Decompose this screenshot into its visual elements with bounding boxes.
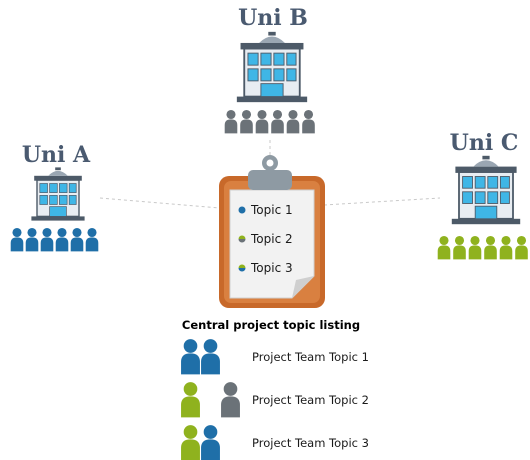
uni-a-person-icon [70,227,84,252]
uni-a-people [10,227,99,252]
blue-person-icon [201,339,220,375]
uni-c-person-icon [515,235,528,260]
uni-c-person-icon [437,235,451,260]
legend-label: Project Team Topic 3 [252,436,369,450]
uni-a-person-icon [55,227,69,252]
legend-row: Project Team Topic 1 [181,339,369,375]
connector-lines [99,140,441,209]
uni-a-title: Uni A [22,142,91,168]
uni-b-person-icon [271,109,284,134]
uni-b-person-icon [255,109,269,134]
topic-dot-icon [238,206,246,210]
uni-a-person-icon [40,227,54,252]
topic-item: Topic 2 [238,232,293,246]
legend-row: Project Team Topic 2 [181,382,369,418]
topic-item: Topic 3 [238,261,293,275]
uni-a-person-icon [25,227,39,252]
topic-dot-icon [238,268,246,272]
legend-label: Project Team Topic 2 [252,393,369,407]
uni-b-people [224,109,315,134]
uni-c-building-icon [450,154,522,226]
uni-b-group: Uni B [224,5,315,134]
topic-label: Topic 2 [250,232,293,246]
uni-c-title: Uni C [450,130,519,156]
clipboard-clip-icon [248,155,292,190]
uni-a-group: Uni A [10,142,99,252]
blue-person-icon [181,339,200,375]
clipboard-topic-list: Topic 1 Topic 2 Topic 3 [238,203,293,275]
uni-a-building-icon [30,166,86,222]
topic-dot-icon [238,239,246,243]
topic-dot-icon [238,264,246,268]
gray-person-icon [221,382,240,418]
diagram-caption: Central project topic listing [182,318,360,332]
connector-uni-a [99,197,221,209]
uni-c-people [437,235,528,260]
topic-item: Topic 1 [238,203,293,217]
legend-label: Project Team Topic 1 [252,350,369,364]
uni-c-person-icon [499,235,513,260]
uni-b-title: Uni B [238,5,308,31]
topic-dot-icon [238,235,246,239]
uni-b-person-icon [224,109,238,134]
blue-person-icon [201,425,220,460]
green-person-icon [181,425,200,460]
clipboard-paper-fold [292,276,314,298]
uni-a-person-icon [10,227,24,252]
clipboard: Topic 1 Topic 2 Topic 3 [219,155,325,308]
green-person-icon [181,382,200,418]
connector-uni-c [323,197,441,206]
uni-b-person-icon [286,109,300,134]
topic-dot-icon [238,210,246,214]
uni-b-building-icon [235,30,309,104]
uni-b-person-icon [302,109,315,134]
uni-c-group: Uni C [437,130,528,260]
uni-c-person-icon [453,235,466,260]
uni-b-person-icon [240,109,253,134]
uni-a-person-icon [85,227,99,252]
uni-c-person-icon [468,235,482,260]
legend-row: Project Team Topic 3 [181,425,369,460]
team-legend: Project Team Topic 1 Project Team Topic 2… [181,339,369,460]
topic-label: Topic 3 [250,261,293,275]
uni-c-person-icon [484,235,497,260]
topic-label: Topic 1 [250,203,293,217]
